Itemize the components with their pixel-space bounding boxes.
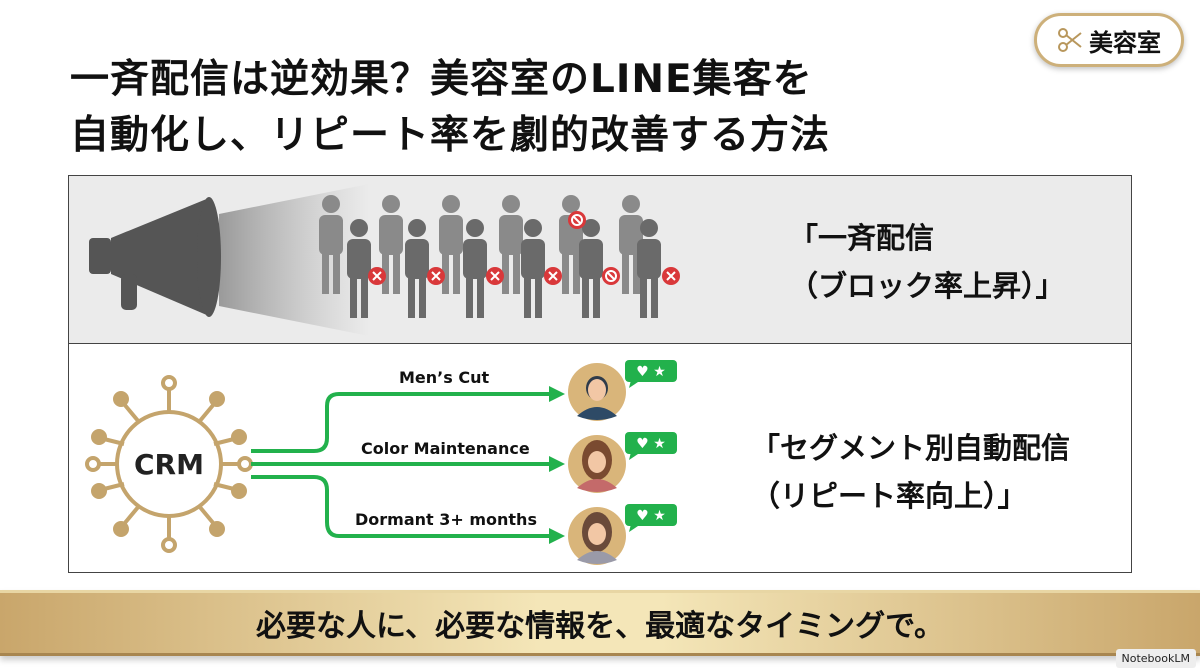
person-icon <box>499 195 523 294</box>
blocked-x-icon <box>368 267 386 285</box>
salon-badge: 美容室 <box>1034 13 1184 67</box>
person-icon <box>319 195 343 294</box>
broadcast-panel: 「一斉配信 （ブロック率上昇）」 <box>68 175 1132 344</box>
blocked-x-icon <box>486 267 504 285</box>
person-icon <box>463 219 487 318</box>
customer-avatar <box>568 435 626 493</box>
no-entry-icon <box>568 211 586 229</box>
blocked-x-icon <box>427 267 445 285</box>
segment-label: Color Maintenance <box>361 439 530 458</box>
segment-caption: 「セグメント別自動配信 （リピート率向上）」 <box>751 431 1071 513</box>
segment-panel: CRM ♥ ★ ♥ ★ ♥ ★ Men’s Cut Color Maintenanc… <box>68 343 1132 573</box>
svg-text:♥ ★: ♥ ★ <box>636 508 666 524</box>
scissors-icon <box>1058 28 1082 52</box>
person-icon <box>379 195 403 294</box>
page-title: 一斉配信は逆効果？美容室のLINE集客を 自動化し、リピート率を劇的改善する方法 <box>70 57 831 158</box>
crm-flow-illustration: CRM ♥ ★ ♥ ★ ♥ ★ <box>85 360 677 565</box>
tagline-banner: 必要な人に、必要な情報を、最適なタイミングで。 <box>0 590 1200 656</box>
person-icon <box>521 219 545 318</box>
blocked-x-icon <box>662 267 680 285</box>
svg-text:♥ ★: ♥ ★ <box>636 436 666 452</box>
heart-star-chat-bubble-icon: ♥ ★ <box>625 432 677 460</box>
crm-circuit-icon <box>85 375 253 553</box>
person-icon <box>637 219 661 318</box>
megaphone-crowd-illustration <box>89 184 680 336</box>
blocked-x-icon <box>544 267 562 285</box>
segment-label: Men’s Cut <box>399 368 490 387</box>
no-entry-icon <box>602 267 620 285</box>
person-icon <box>405 219 429 318</box>
person-icon <box>439 195 463 294</box>
svg-text:♥ ★: ♥ ★ <box>636 364 666 380</box>
broadcast-caption: 「一斉配信 （ブロック率上昇）」 <box>789 221 1065 303</box>
person-icon <box>559 195 583 294</box>
megaphone-icon <box>89 197 221 317</box>
crm-label: CRM <box>134 448 204 481</box>
heart-star-chat-bubble-icon: ♥ ★ <box>625 504 677 532</box>
customer-avatar <box>568 363 626 421</box>
customer-avatar <box>568 507 626 565</box>
segment-label: Dormant 3+ months <box>355 510 537 529</box>
notebooklm-watermark: NotebookLM <box>1115 649 1196 668</box>
heart-star-chat-bubble-icon: ♥ ★ <box>625 360 677 388</box>
person-icon <box>579 219 603 318</box>
person-icon <box>347 219 371 318</box>
